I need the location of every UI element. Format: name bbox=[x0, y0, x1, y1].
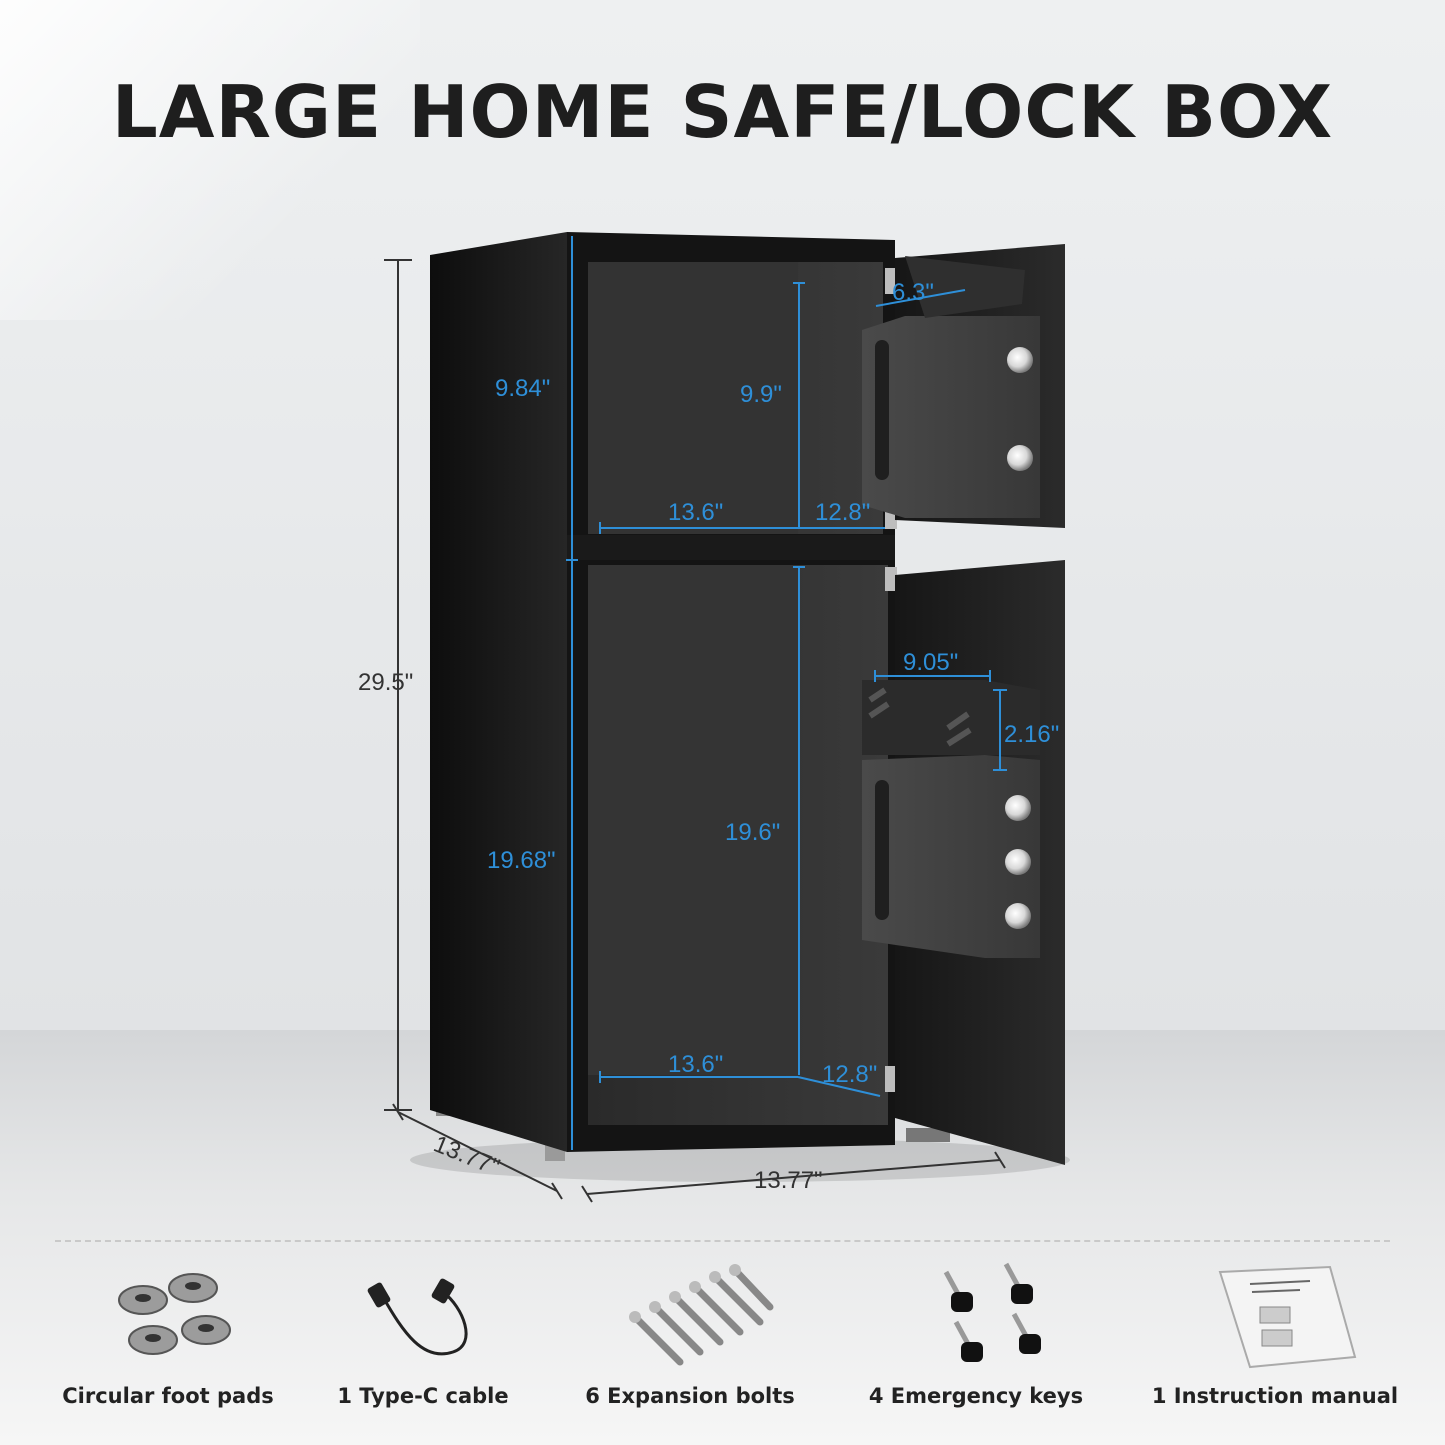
top-compartment-back bbox=[588, 262, 798, 534]
safe-foot bbox=[906, 1128, 950, 1142]
bottom-height-label: 19.68" bbox=[487, 847, 556, 874]
total-height-label: 29.5" bbox=[358, 669, 413, 696]
accessory-label: 1 Type-C cable bbox=[337, 1384, 509, 1408]
top-inner-height-label: 9.9" bbox=[740, 381, 782, 408]
top-height-label: 9.84" bbox=[495, 375, 550, 402]
bottom-compartment-back bbox=[588, 565, 798, 1075]
bottom-knob bbox=[1005, 795, 1031, 821]
hinge bbox=[885, 567, 897, 591]
slot-height-label: 2.16" bbox=[1004, 721, 1059, 748]
accessory-label: 4 Emergency keys bbox=[868, 1384, 1084, 1408]
bottom-width-label: 13.6" bbox=[668, 1051, 723, 1078]
accessory-label: Circular foot pads bbox=[62, 1384, 274, 1408]
top-lock-box-lid bbox=[905, 256, 1025, 318]
page-title: LARGE HOME SAFE/LOCK BOX bbox=[111, 70, 1334, 154]
accessory-foot-pads: Circular foot pads bbox=[33, 1262, 303, 1437]
safe-side-panel bbox=[430, 232, 567, 1152]
top-lock-box bbox=[862, 316, 1040, 518]
wall-light bbox=[0, 0, 420, 320]
bottom-inner-height-label: 19.6" bbox=[725, 819, 780, 846]
safe-illustration: 9.84" 9.9" 13.6" 12.8" 6.3" 19.68" 19.6"… bbox=[358, 232, 1070, 1203]
accessory-label: 6 Expansion bolts bbox=[585, 1384, 795, 1408]
bottom-lock-slot bbox=[875, 780, 889, 920]
slot-width-label: 9.05" bbox=[903, 649, 958, 676]
accessory-emergency-keys: 4 Emergency keys bbox=[841, 1262, 1111, 1437]
outer-width-label: 13.77" bbox=[754, 1167, 823, 1194]
top-lock-slot bbox=[875, 340, 889, 480]
safe-shelf bbox=[567, 535, 895, 560]
outer-depth-label: 13.77" bbox=[430, 1131, 504, 1182]
top-depth-label: 12.8" bbox=[815, 499, 870, 526]
top-box-width-label: 6.3" bbox=[892, 279, 934, 306]
outer-dimension-lines bbox=[384, 259, 1006, 1203]
hinge bbox=[885, 1066, 897, 1092]
top-knob bbox=[1007, 445, 1033, 471]
section-divider bbox=[55, 1240, 1390, 1242]
foot-pads-icon bbox=[118, 1273, 231, 1355]
hinge bbox=[885, 268, 897, 294]
expansion-bolts-icon bbox=[629, 1264, 774, 1366]
deposit-vents bbox=[868, 687, 972, 747]
deposit-slot bbox=[862, 680, 1040, 755]
accessory-type-c-cable: 1 Type-C cable bbox=[288, 1262, 558, 1437]
emergency-keys-icon bbox=[943, 1262, 1041, 1362]
accessory-expansion-bolts: 6 Expansion bolts bbox=[555, 1262, 825, 1437]
top-knob bbox=[1007, 347, 1033, 373]
top-width-label: 13.6" bbox=[668, 499, 723, 526]
bottom-lock-box bbox=[862, 755, 1040, 958]
bottom-depth-label: 12.8" bbox=[822, 1061, 877, 1088]
accessory-instruction-manual: 1 Instruction manual bbox=[1140, 1262, 1410, 1437]
bottom-knob bbox=[1005, 903, 1031, 929]
instruction-manual-icon bbox=[1218, 1265, 1357, 1369]
type-c-cable-icon bbox=[367, 1278, 468, 1356]
accessory-label: 1 Instruction manual bbox=[1151, 1384, 1399, 1408]
bottom-knob bbox=[1005, 849, 1031, 875]
blue-dimension-lines bbox=[566, 236, 1007, 1150]
